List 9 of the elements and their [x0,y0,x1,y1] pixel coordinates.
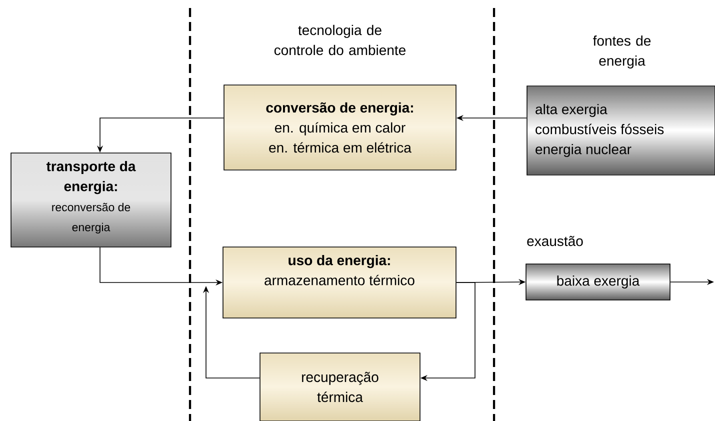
process-box: transporte da energia: reconversão de energia [10,152,172,248]
process-box: uso da energia: armazenamento térmico [222,246,456,318]
zone-label: tecnologia de controle do ambiente [274,24,406,56]
output-box: baixa exergia [526,264,670,300]
box-heading: exaustão [527,236,583,246]
process-box: conversão de energia: en. química em calor en. térmica em elétrica [224,84,456,170]
process-box: recuperação térmica [260,352,420,421]
box-heading: fontes de energia [593,35,651,69]
source-box: alta exergia combustíveis fósseis energia nuclear [526,86,715,176]
